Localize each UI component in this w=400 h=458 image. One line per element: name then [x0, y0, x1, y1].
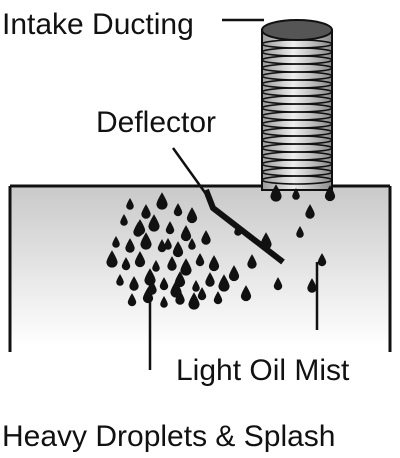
oil-droplet	[134, 251, 146, 268]
oil-droplet	[180, 225, 192, 242]
oil-droplet	[292, 188, 300, 200]
oil-droplet	[205, 272, 215, 287]
oil-droplet	[156, 192, 168, 210]
oil-droplet	[188, 238, 196, 250]
oil-droplet	[129, 276, 139, 291]
oil-droplet	[305, 204, 315, 219]
oil-droplet	[188, 292, 200, 310]
oil-droplet	[197, 287, 207, 301]
oil-droplets	[106, 184, 336, 310]
oil-droplet	[159, 277, 169, 291]
deflector-label: Deflector	[96, 106, 216, 139]
oil-droplet	[195, 253, 205, 267]
oil-droplet	[167, 256, 177, 271]
oil-droplet	[270, 184, 282, 202]
oil-droplet	[121, 257, 131, 271]
oil-droplet	[218, 274, 230, 292]
deflector-plate	[203, 188, 285, 265]
oil-droplet	[213, 291, 223, 305]
oil-droplet	[192, 280, 200, 292]
oil-droplet	[260, 232, 272, 250]
oil-droplet	[144, 268, 156, 286]
duct-opening	[261, 19, 333, 41]
intake-ducting	[261, 19, 333, 191]
oil-droplet	[134, 219, 146, 236]
oil-droplet	[273, 277, 283, 291]
oil-droplet	[307, 278, 317, 293]
duct-ribs	[261, 39, 333, 185]
oil-droplet	[148, 214, 160, 232]
oil-droplet	[201, 230, 211, 245]
oil-droplet	[147, 280, 157, 295]
oil-droplet	[126, 198, 134, 210]
oil-droplet	[247, 254, 257, 269]
oil-droplet	[175, 290, 185, 305]
oil-droplet	[127, 293, 137, 307]
oil-droplet	[106, 250, 118, 268]
oil-droplet	[172, 241, 184, 258]
oil-droplet	[164, 238, 172, 250]
deflector-leader	[171, 147, 208, 195]
oil-droplet	[140, 232, 152, 250]
duct-body	[261, 29, 333, 191]
intake-ducting-label: Intake Ducting	[2, 8, 194, 41]
oil-droplet	[157, 239, 167, 253]
oil-droplet	[228, 265, 240, 282]
duct-rib	[261, 175, 333, 185]
oil-droplet	[141, 204, 151, 219]
heavy-droplets-label: Heavy Droplets & Splash	[2, 420, 336, 453]
oil-droplet	[180, 258, 192, 276]
oil-droplet	[116, 274, 124, 286]
oil-droplet	[234, 224, 242, 236]
oil-droplet	[160, 296, 168, 308]
oil-droplet	[296, 226, 304, 238]
oil-droplet	[173, 203, 183, 217]
oil-droplet	[152, 260, 160, 272]
oil-droplet	[324, 185, 336, 202]
oil-droplet	[317, 253, 327, 267]
oil-droplet	[186, 207, 198, 224]
light-oil-mist-label: Light Oil Mist	[176, 354, 350, 387]
oil-droplet	[125, 238, 135, 253]
oil-droplet	[112, 236, 120, 248]
oil-droplet	[165, 221, 175, 235]
oil-droplet	[208, 255, 220, 272]
oil-droplet	[120, 214, 128, 226]
oil-droplet	[170, 280, 182, 298]
oil-droplet	[240, 285, 252, 302]
